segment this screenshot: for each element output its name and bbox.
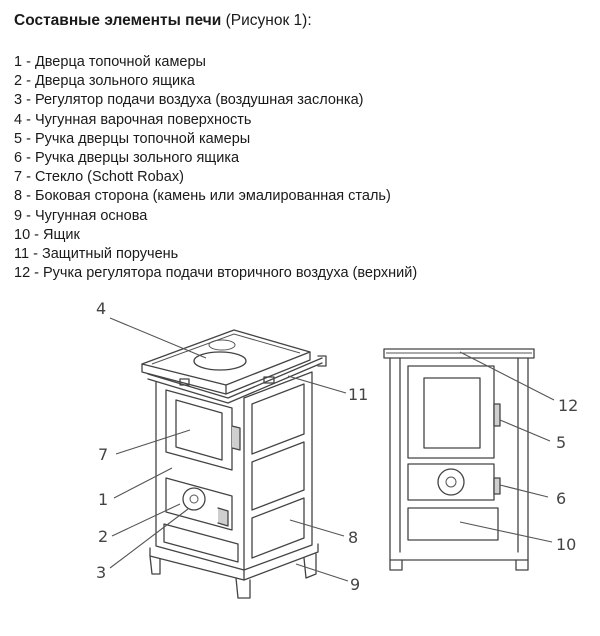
side-panel-lower: [251, 497, 305, 559]
front-door-handle: [493, 403, 501, 427]
base: [149, 543, 319, 581]
leader-lines: [109, 317, 555, 582]
stove-front: [383, 348, 535, 571]
legend-item-5: 5 - Ручка дверцы топочной камеры: [14, 130, 251, 147]
callout-6: 6: [556, 489, 566, 508]
callout-2: 2: [98, 527, 108, 546]
legend-item-12: 12 - Ручка регулятора подачи вторичного …: [14, 265, 418, 282]
stove-isometric: [141, 329, 327, 599]
front-firebox-door: [407, 365, 495, 459]
front-glass: [423, 377, 481, 449]
front-air-regulator: [437, 468, 465, 496]
front-drawer: [407, 507, 499, 541]
callout-7: 7: [98, 445, 108, 464]
body-front: [155, 381, 245, 571]
body-side: [243, 371, 313, 571]
callout-9: 9: [350, 575, 360, 594]
drawer: [163, 523, 239, 563]
front-ash-handle: [493, 477, 501, 495]
legend-item-11: 11 - Защитный поручень: [14, 245, 179, 262]
legend-item-1: 1 - Дверца топочной камеры: [14, 54, 206, 70]
legend-item-2: 2 - Дверца зольного ящика: [14, 73, 195, 90]
legend-item-4: 4 - Чугунная варочная поверхность: [14, 111, 252, 128]
cooktop: [141, 329, 311, 386]
heading: Составные элементы печи (Рисунок 1):: [14, 12, 312, 30]
callout-3: 3: [96, 563, 106, 582]
legend-item-9: 9 - Чугунная основа: [14, 207, 148, 224]
legend-item-6: 6 - Ручка дверцы зольного ящика: [14, 149, 240, 166]
firebox-glass: [175, 399, 223, 461]
parts-legend: 1 - Дверца топочной камеры 2 - Дверца зо…: [14, 53, 417, 283]
stove-diagram: 4 11 7 1 2 3 8 9 12 5 6 10: [96, 299, 578, 599]
heading-title: Составные элементы печи: [14, 12, 222, 29]
callout-4: 4: [96, 299, 106, 318]
callout-numbers: 4 11 7 1 2 3 8 9 12 5 6 10: [96, 299, 578, 594]
side-panel-middle: [251, 441, 305, 511]
legend-item-7: 7 - Стекло (Schott Robax): [14, 169, 184, 186]
top-plate: [383, 348, 535, 359]
callout-11: 11: [348, 385, 368, 404]
firebox-door: [165, 389, 233, 471]
heading-figure-ref: (Рисунок 1):: [225, 12, 312, 29]
guard-rail: [147, 357, 323, 399]
callout-10: 10: [556, 535, 576, 554]
burner-ring: [193, 351, 247, 371]
ash-door: [165, 477, 233, 531]
side-panel-upper: [251, 383, 305, 455]
legend-item-8: 8 - Боковая сторона (камень или эмалиров…: [14, 188, 391, 205]
callout-5: 5: [556, 433, 566, 452]
air-regulator: [182, 487, 206, 511]
callout-12: 12: [558, 396, 578, 415]
legend-item-3: 3 - Регулятор подачи воздуха (воздушная …: [14, 92, 364, 109]
callout-8: 8: [348, 528, 358, 547]
legend-item-10: 10 - Ящик: [14, 226, 80, 243]
callout-1: 1: [98, 490, 108, 509]
